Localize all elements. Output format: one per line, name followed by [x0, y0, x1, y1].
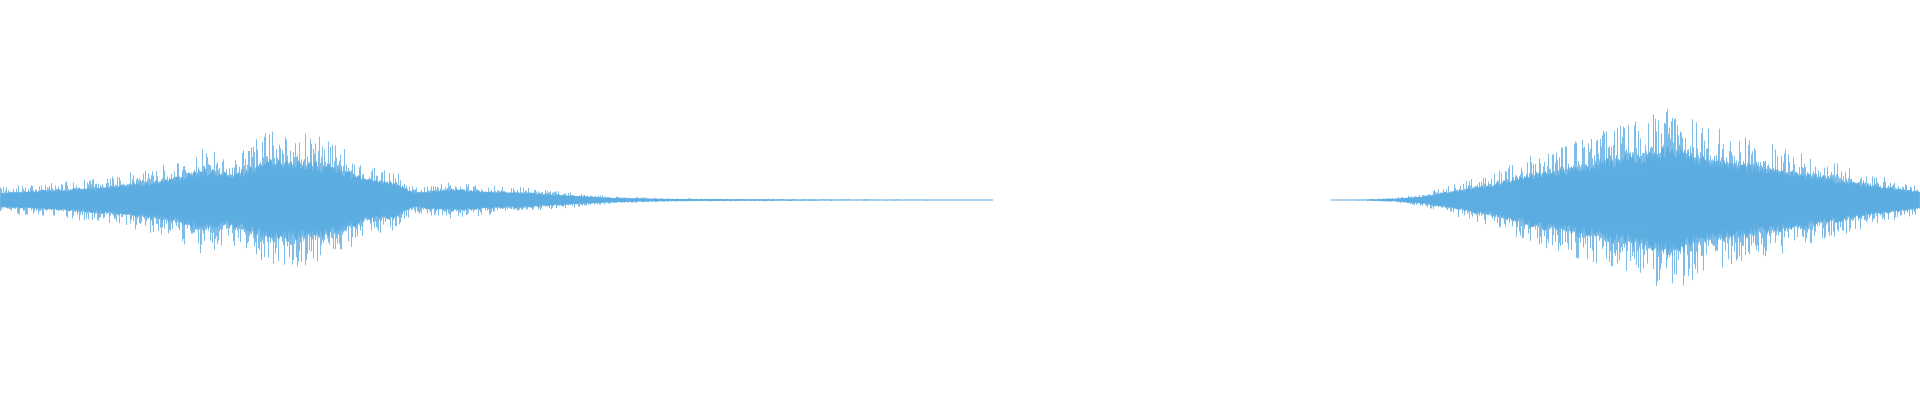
waveform-clip-right[interactable]: [1331, 109, 1920, 286]
left-clip-peaks: [0, 131, 993, 267]
waveform-clip-left[interactable]: [0, 131, 993, 267]
right-clip-peaks: [1331, 109, 1920, 286]
